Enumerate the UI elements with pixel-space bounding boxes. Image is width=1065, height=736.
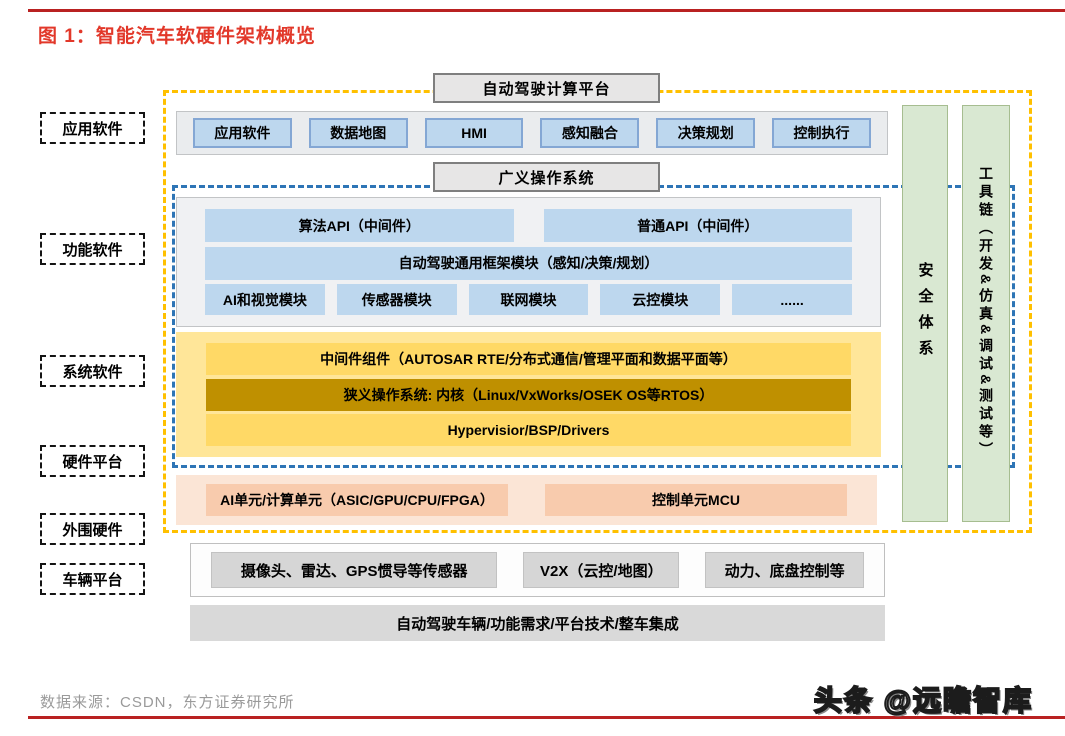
hardware-platform-panel: AI单元/计算单元（ASIC/GPU/CPU/FPGA） 控制单元MCU	[176, 475, 877, 525]
module-row: AI和视觉模块 传感器模块 联网模块 云控模块 ......	[205, 284, 852, 315]
framework-row: 自动驾驶通用框架模块（感知/决策/规划）	[205, 246, 852, 280]
app-module-perception-fusion: 感知融合	[540, 118, 640, 148]
top-divider	[28, 9, 1065, 12]
application-software-row: 应用软件 数据地图 HMI 感知融合 决策规划 控制执行	[176, 111, 888, 155]
module-ai-vision: AI和视觉模块	[205, 284, 325, 315]
system-software-panel: 中间件组件（AUTOSAR RTE/分布式通信/管理平面和数据平面等） 狭义操作…	[176, 332, 881, 457]
app-module-hmi: HMI	[424, 118, 524, 148]
middleware-box: 中间件组件（AUTOSAR RTE/分布式通信/管理平面和数据平面等）	[206, 343, 851, 375]
v2x-box: V2X（云控/地图）	[523, 552, 680, 588]
bottom-divider	[28, 716, 1065, 719]
module-sensor: 传感器模块	[336, 284, 457, 315]
functional-software-panel: 算法API（中间件） 普通API（中间件） 自动驾驶通用框架模块（感知/决策/规…	[176, 197, 881, 327]
peripheral-hardware-row: 摄像头、雷达、GPS惯导等传感器 V2X（云控/地图） 动力、底盘控制等	[190, 543, 885, 597]
sensors-box: 摄像头、雷达、GPS惯导等传感器	[211, 552, 498, 588]
vehicle-platform-bar: 自动驾驶车辆/功能需求/平台技术/整车集成	[190, 605, 885, 641]
api-row: 算法API（中间件） 普通API（中间件）	[205, 209, 852, 242]
toolchain-pillar: 工具链（开发&仿真&调试&测试等）	[962, 105, 1010, 522]
layer-label-system-software: 系统软件	[40, 355, 145, 387]
power-chassis-box: 动力、底盘控制等	[705, 552, 865, 588]
framework-box: 自动驾驶通用框架模块（感知/决策/规划）	[205, 246, 852, 280]
app-module-application: 应用软件	[193, 118, 292, 148]
layer-label-vehicle-platform: 车辆平台	[40, 563, 145, 595]
hypervisor-box: Hypervisior/BSP/Drivers	[206, 414, 851, 446]
security-system-pillar: 安全体系	[902, 105, 948, 522]
layer-label-functional-software: 功能软件	[40, 233, 145, 265]
module-ellipsis: ......	[732, 284, 852, 315]
toutiao-watermark: 头条 @远瞻智库	[813, 684, 1033, 717]
app-module-control-execution: 控制执行	[772, 118, 871, 148]
ai-compute-unit-box: AI单元/计算单元（ASIC/GPU/CPU/FPGA）	[206, 484, 508, 516]
layer-label-hardware-platform: 硬件平台	[40, 445, 145, 477]
data-source-note: 数据来源：CSDN，东方证券研究所	[40, 694, 295, 711]
common-api-box: 普通API（中间件）	[543, 209, 852, 242]
algo-api-box: 算法API（中间件）	[205, 209, 514, 242]
kernel-box: 狭义操作系统: 内核（Linux/VxWorks/OSEK OS等RTOS）	[206, 378, 851, 411]
mcu-box: 控制单元MCU	[545, 484, 847, 516]
app-module-decision-planning: 决策规划	[656, 118, 756, 148]
figure-title: 图 1：智能汽车软硬件架构概览	[38, 26, 316, 47]
computing-platform-header: 自动驾驶计算平台	[433, 73, 660, 103]
layer-label-application-software: 应用软件	[40, 112, 145, 144]
layer-label-peripheral-hardware: 外围硬件	[40, 513, 145, 545]
module-cloud-control: 云控模块	[600, 284, 721, 315]
module-network: 联网模块	[468, 284, 589, 315]
generalized-os-header: 广义操作系统	[433, 162, 660, 192]
app-module-data-map: 数据地图	[308, 118, 408, 148]
